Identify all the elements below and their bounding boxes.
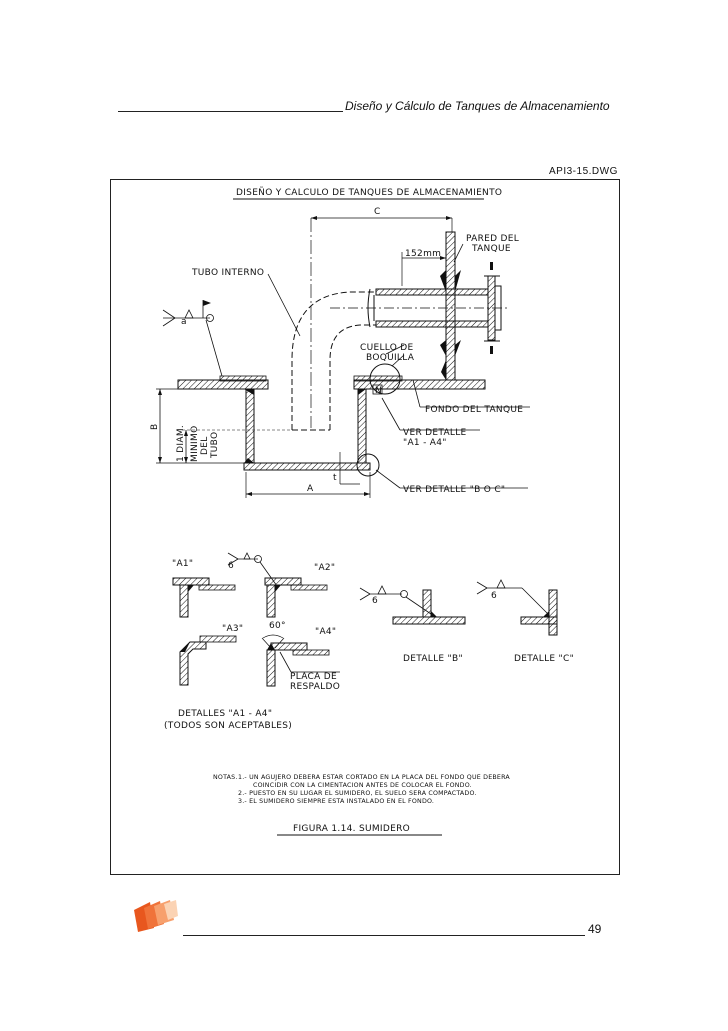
label-placa-line2: RESPALDO xyxy=(290,682,340,692)
weld-size-a: a xyxy=(181,317,187,327)
label-n: N xyxy=(375,386,382,396)
header-rule xyxy=(118,111,343,112)
dim-label-152mm: 152mm xyxy=(405,249,441,259)
detail-label-a1: "A1" xyxy=(172,559,193,569)
label-ver-detalle-boc: VER DETALLE "B O C" xyxy=(403,485,505,495)
label-placa-line1: PLACA DE xyxy=(290,672,337,682)
label-cuello-line2: BOQUILLA xyxy=(366,353,415,363)
detail-c xyxy=(476,579,558,636)
detail-label-b: DETALLE "B" xyxy=(403,654,463,664)
angle-60-label: 60° xyxy=(269,621,286,631)
label-fondo-del-tanque: FONDO DEL TANQUE xyxy=(425,405,523,415)
sump-main-view xyxy=(156,216,530,498)
drawing-title: DISEÑO Y CALCULO DE TANQUES DE ALMACENAM… xyxy=(236,187,502,198)
dim-label-c: C xyxy=(374,207,381,217)
detail-a3 xyxy=(179,635,237,686)
note-1-line2: COINCIDIR CON LA CIMENTACION ANTES DE CO… xyxy=(253,782,472,789)
page-header-title: Diseño y Cálculo de Tanques de Almacenam… xyxy=(345,99,610,113)
label-tubo-interno: TUBO INTERNO xyxy=(191,268,264,278)
detail-label-c: DETALLE "C" xyxy=(514,654,574,664)
label-ver-detalle-line2: "A1 - A4" xyxy=(403,438,447,448)
weld-size-6-b: 6 xyxy=(372,596,378,606)
label-diam-line4: TUBO xyxy=(210,432,220,459)
detail-b xyxy=(359,585,466,625)
label-diam-line3: DEL xyxy=(200,436,210,455)
drawing-file-id: API3-15.DWG xyxy=(549,166,618,177)
dim-label-t: t xyxy=(333,473,337,483)
label-diam-line1: 1 DIAM. xyxy=(176,425,186,462)
detail-a1 xyxy=(172,577,236,618)
label-ver-detalle-line1: VER DETALLE xyxy=(403,428,467,438)
detail-a2 xyxy=(227,552,328,618)
publisher-logo xyxy=(134,900,178,932)
page-number: 49 xyxy=(588,922,602,936)
weld-size-6-a1: 6 xyxy=(228,561,234,571)
detail-label-a2: "A2" xyxy=(314,563,335,573)
label-cuello-line1: CUELLO DE xyxy=(360,343,414,353)
dim-label-b: B xyxy=(150,424,160,430)
note-3: 3.- EL SUMIDERO SIEMPRE ESTA INSTALADO E… xyxy=(238,798,434,805)
notes-label: NOTAS. xyxy=(213,774,238,781)
detail-label-a3: "A3" xyxy=(222,624,243,634)
note-2: 2.- PUESTO EN SU LUGAR EL SUMIDERO, EL S… xyxy=(238,790,477,797)
detail-a4 xyxy=(261,634,340,687)
label-pared-line1: PARED DEL xyxy=(466,234,519,244)
drawing-frame xyxy=(110,179,620,875)
note-1-line1: 1.- UN AGUJERO DEBERA ESTAR CORTADO EN L… xyxy=(238,774,510,781)
details-caption-line1: DETALLES "A1 - A4" xyxy=(178,709,272,719)
detail-label-a4: "A4" xyxy=(315,627,336,637)
figure-caption: FIGURA 1.14. SUMIDERO xyxy=(293,824,410,834)
footer-rule xyxy=(183,935,585,936)
dim-label-a: A xyxy=(307,484,314,494)
label-diam-line2: MINIMO xyxy=(190,426,200,462)
label-pared-line2: TANQUE xyxy=(471,244,511,254)
details-caption-line2: (TODOS SON ACEPTABLES) xyxy=(164,721,292,731)
weld-size-6-c: 6 xyxy=(491,591,497,601)
